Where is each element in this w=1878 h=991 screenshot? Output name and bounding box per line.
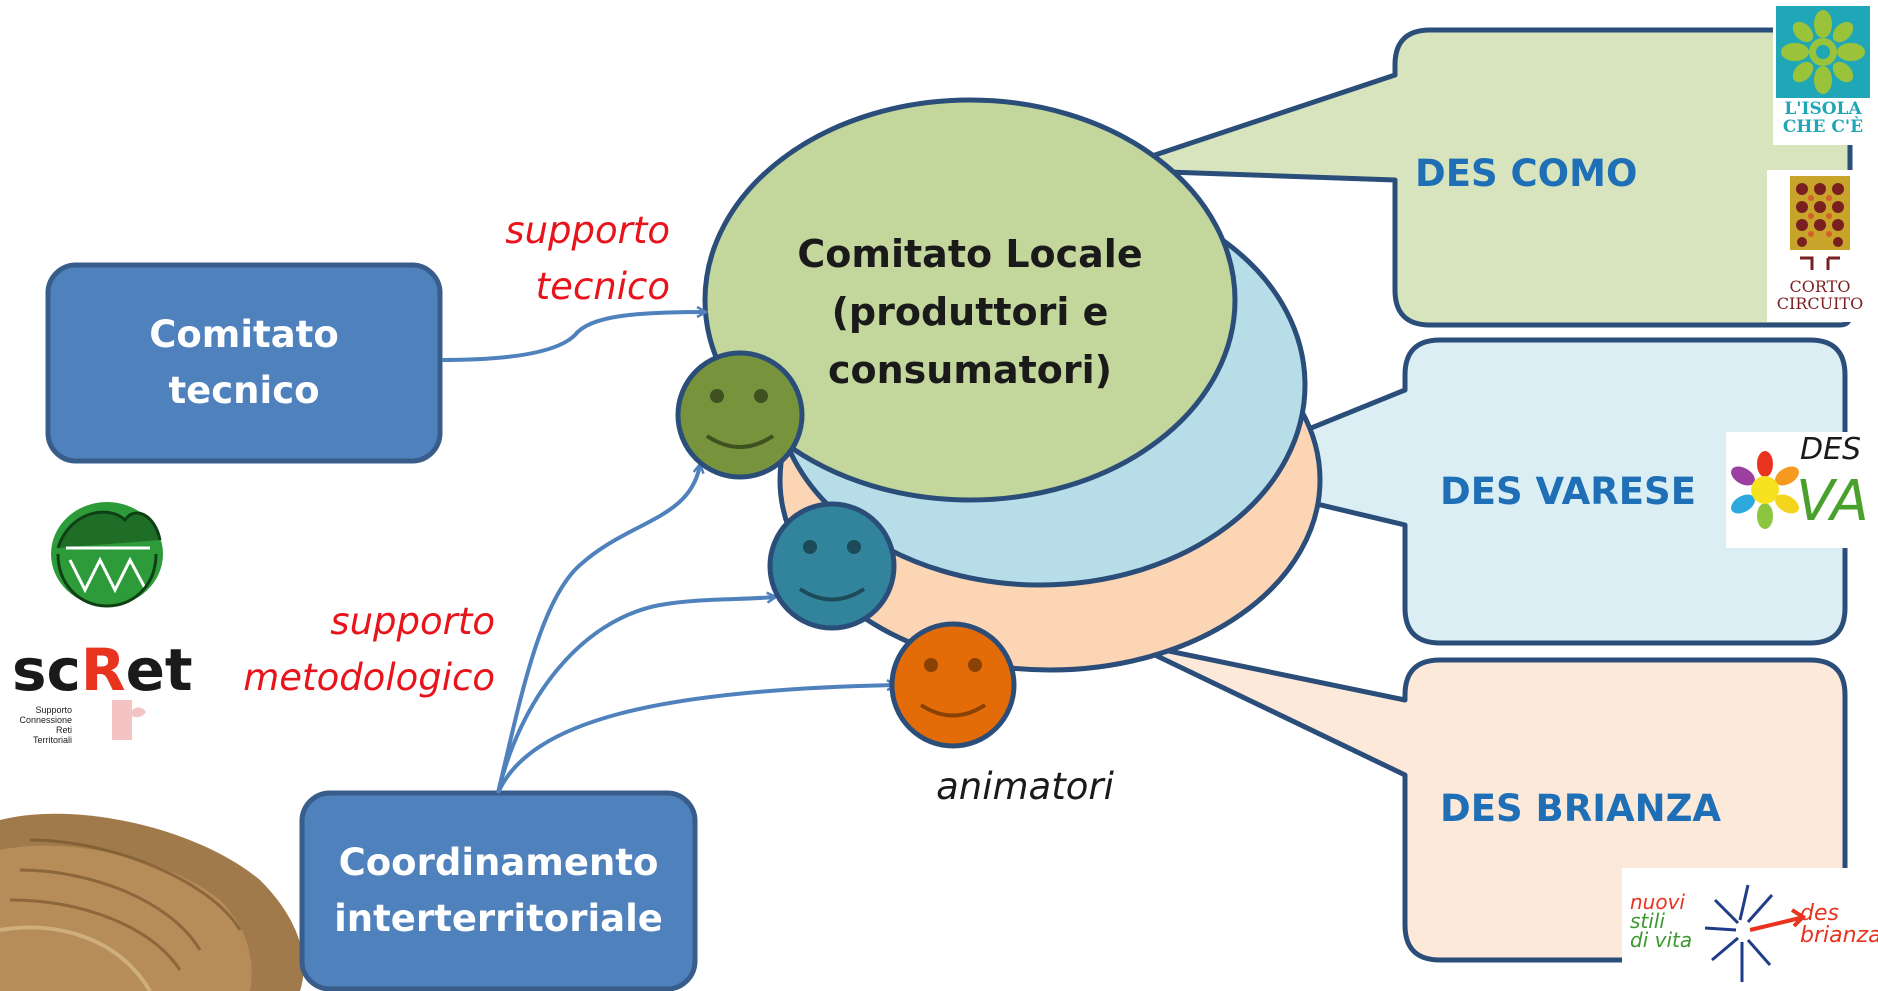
comitato-tecnico-label: Comitato tecnico — [48, 307, 440, 419]
comitato-tecnico-box — [45, 262, 443, 464]
comitato-locale-line-3: consumatori) — [828, 348, 1112, 392]
des-varese-callout — [1192, 337, 1848, 646]
supporto-metodologico-label: supporto metodologico — [210, 594, 495, 706]
supporto-tecnico-line-1: supporto — [505, 209, 670, 252]
corto-circuito-logo — [1767, 170, 1873, 322]
scret-sub-3: Reti — [55, 725, 72, 735]
scret-sc: sc — [12, 636, 81, 704]
hay-bale-image — [0, 813, 304, 991]
des-brianza-label: DES BRIANZA — [1440, 787, 1722, 830]
isola-logo-line-1: L'ISOLA — [1784, 99, 1862, 119]
des-varese-label: DES VARESE — [1440, 470, 1696, 513]
corto-logo-line-2: CIRCUITO — [1776, 294, 1864, 313]
smiley-teal-icon — [767, 501, 897, 631]
desva-bottom-text: VA — [1796, 469, 1869, 534]
desbrianza-line-2: brianza — [1800, 923, 1878, 948]
smiley-orange-icon — [889, 621, 1017, 749]
isola-logo-text: L'ISOLA CHE C'È — [1773, 100, 1873, 136]
nuovi-line-1: nuovi — [1630, 890, 1685, 914]
supporto-metodologico-line-1: supporto — [330, 600, 495, 643]
scret-sub-1: Supporto — [35, 705, 72, 715]
supporto-tecnico-line-2: tecnico — [535, 265, 670, 308]
arrow-coord-to-green-face — [496, 465, 700, 794]
supporto-metodologico-line-2: metodologico — [243, 656, 495, 699]
coordinamento-line-2: interterritoriale — [334, 897, 663, 940]
nuovi-line-2: stili — [1630, 909, 1665, 933]
scret-sub-4: Territoriali — [32, 735, 72, 745]
coordinamento-label: Coordinamento interterritoriale — [302, 835, 695, 947]
des-va-logo — [1726, 432, 1874, 548]
corto-logo-text: CORTO CIRCUITO — [1767, 278, 1873, 312]
nuovi-line-3: di vita — [1630, 928, 1693, 952]
coordinamento-line-1: Coordinamento — [338, 841, 659, 884]
scret-logo — [112, 700, 146, 740]
arrow-coord-to-orange-face — [496, 685, 895, 794]
scret-subtitle: Supporto Connessione Reti Territoriali — [0, 705, 72, 745]
supporto-tecnico-label: supporto tecnico — [440, 203, 670, 315]
smiley-green-icon — [675, 350, 805, 480]
corto-logo-line-1: CORTO — [1789, 277, 1851, 296]
scret-et: et — [125, 636, 193, 704]
como-ellipse — [702, 97, 1238, 503]
nuovi-stili-desbrianza-logo — [1622, 868, 1874, 989]
des-como-label: DES COMO — [1415, 152, 1638, 195]
isola-che-ce-logo — [1773, 3, 1873, 145]
comitato-tecnico-line-1: Comitato — [149, 313, 339, 356]
regional-emblem-logo — [51, 502, 163, 608]
arrow-tecnico-to-comitato — [441, 312, 705, 362]
scret-sub-2: Connessione — [19, 715, 72, 725]
nuovi-stili-text: nuovi stili di vita — [1630, 890, 1693, 952]
comitato-locale-line-2: (produttori e — [831, 290, 1109, 334]
animatori-label: animatori — [936, 765, 1114, 808]
comitato-tecnico-line-2: tecnico — [168, 369, 320, 412]
comitato-locale-line-1: Comitato Locale — [797, 232, 1143, 276]
arrows — [441, 312, 895, 794]
scret-wordmark: scRet — [12, 640, 193, 700]
comitato-locale-label: Comitato Locale (produttori e consumator… — [770, 225, 1170, 399]
scret-r: R — [80, 636, 126, 704]
arrow-coord-to-teal-face — [496, 597, 775, 794]
desbrianza-text: des brianza — [1800, 903, 1878, 947]
isola-logo-line-2: CHE C'È — [1782, 117, 1864, 137]
desbrianza-line-1: des — [1800, 901, 1839, 926]
desva-top-text: DES — [1800, 432, 1862, 467]
